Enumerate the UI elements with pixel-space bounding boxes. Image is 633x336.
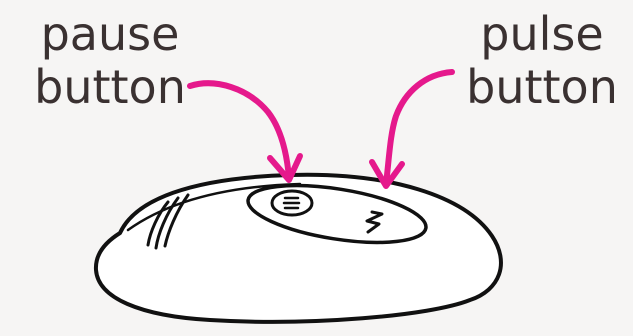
pause-button[interactable] (272, 191, 312, 215)
pulse-arrow (386, 72, 452, 184)
